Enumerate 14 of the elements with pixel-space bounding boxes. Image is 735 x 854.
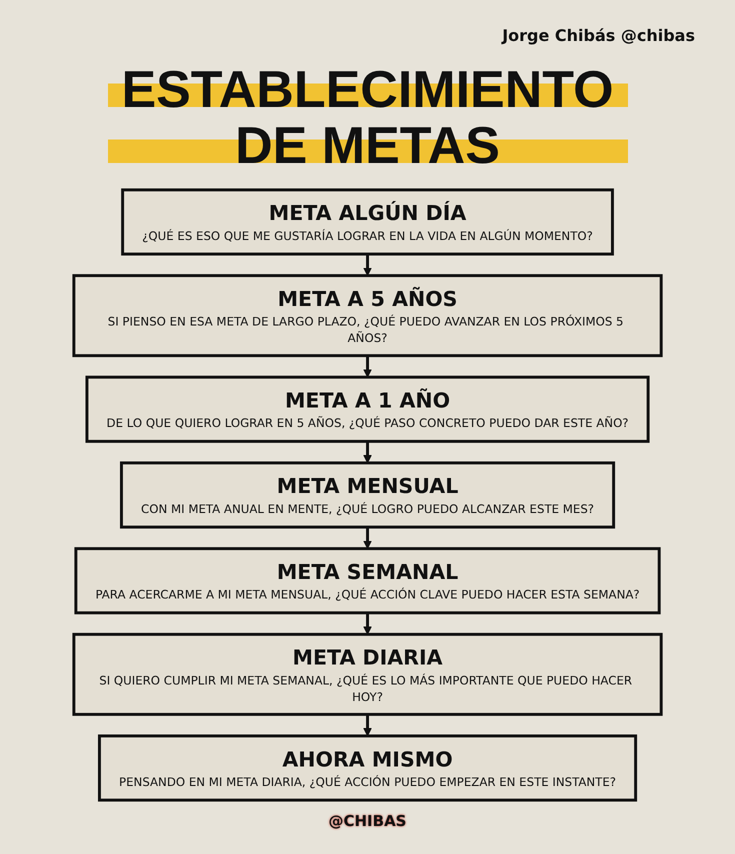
- arrow: [363, 714, 372, 736]
- arrow: [363, 612, 372, 635]
- arrow: [363, 441, 372, 464]
- arrow: [363, 527, 372, 550]
- arrow: [363, 254, 372, 276]
- node-box: META DIARIA SI QUIERO CUMPLIR MI META SEMANAL, ¿QUÉ ES LO MÁS IMPORTANTE QUE PUEDO HACER HOY?: [72, 632, 663, 716]
- node-box: AHORA MISMO PENSANDO EN MI META DIARIA, ¿QUÉ ACCIÓN PUEDO EMPEZAR EN ESTE INSTANTE?: [98, 734, 638, 802]
- node-box: META MENSUAL CON MI META ANUAL EN MENTE, ¿QUÉ LOGRO PUEDO ALCANZAR ESTE MES?: [120, 461, 616, 529]
- node-box: META ALGÚN DÍA ¿QUÉ ES ESO QUE ME GUSTARÍA LOGRAR EN LA VIDA EN ALGÚN MOMENTO?: [121, 188, 614, 256]
- node-box: META A 5 AÑOS SI PIENSO EN ESA META DE LARGO PLAZO, ¿QUÉ PUEDO AVANZAR EN LOS PRÓXIMOS 5 AÑOS?: [72, 274, 663, 358]
- arrow: [363, 356, 372, 378]
- node-box: META SEMANAL PARA ACERCARME A MI META MENSUAL, ¿QUÉ ACCIÓN CLAVE PUEDO HACER ESTA SEMANA?: [74, 547, 661, 614]
- node-box: META A 1 AÑO DE LO QUE QUIERO LOGRAR EN 5 AÑOS, ¿QUÉ PASO CONCRETO PUEDO DAR ESTE AÑO?: [85, 376, 650, 443]
- author-byline: Jorge Chibás @chibas: [502, 26, 695, 45]
